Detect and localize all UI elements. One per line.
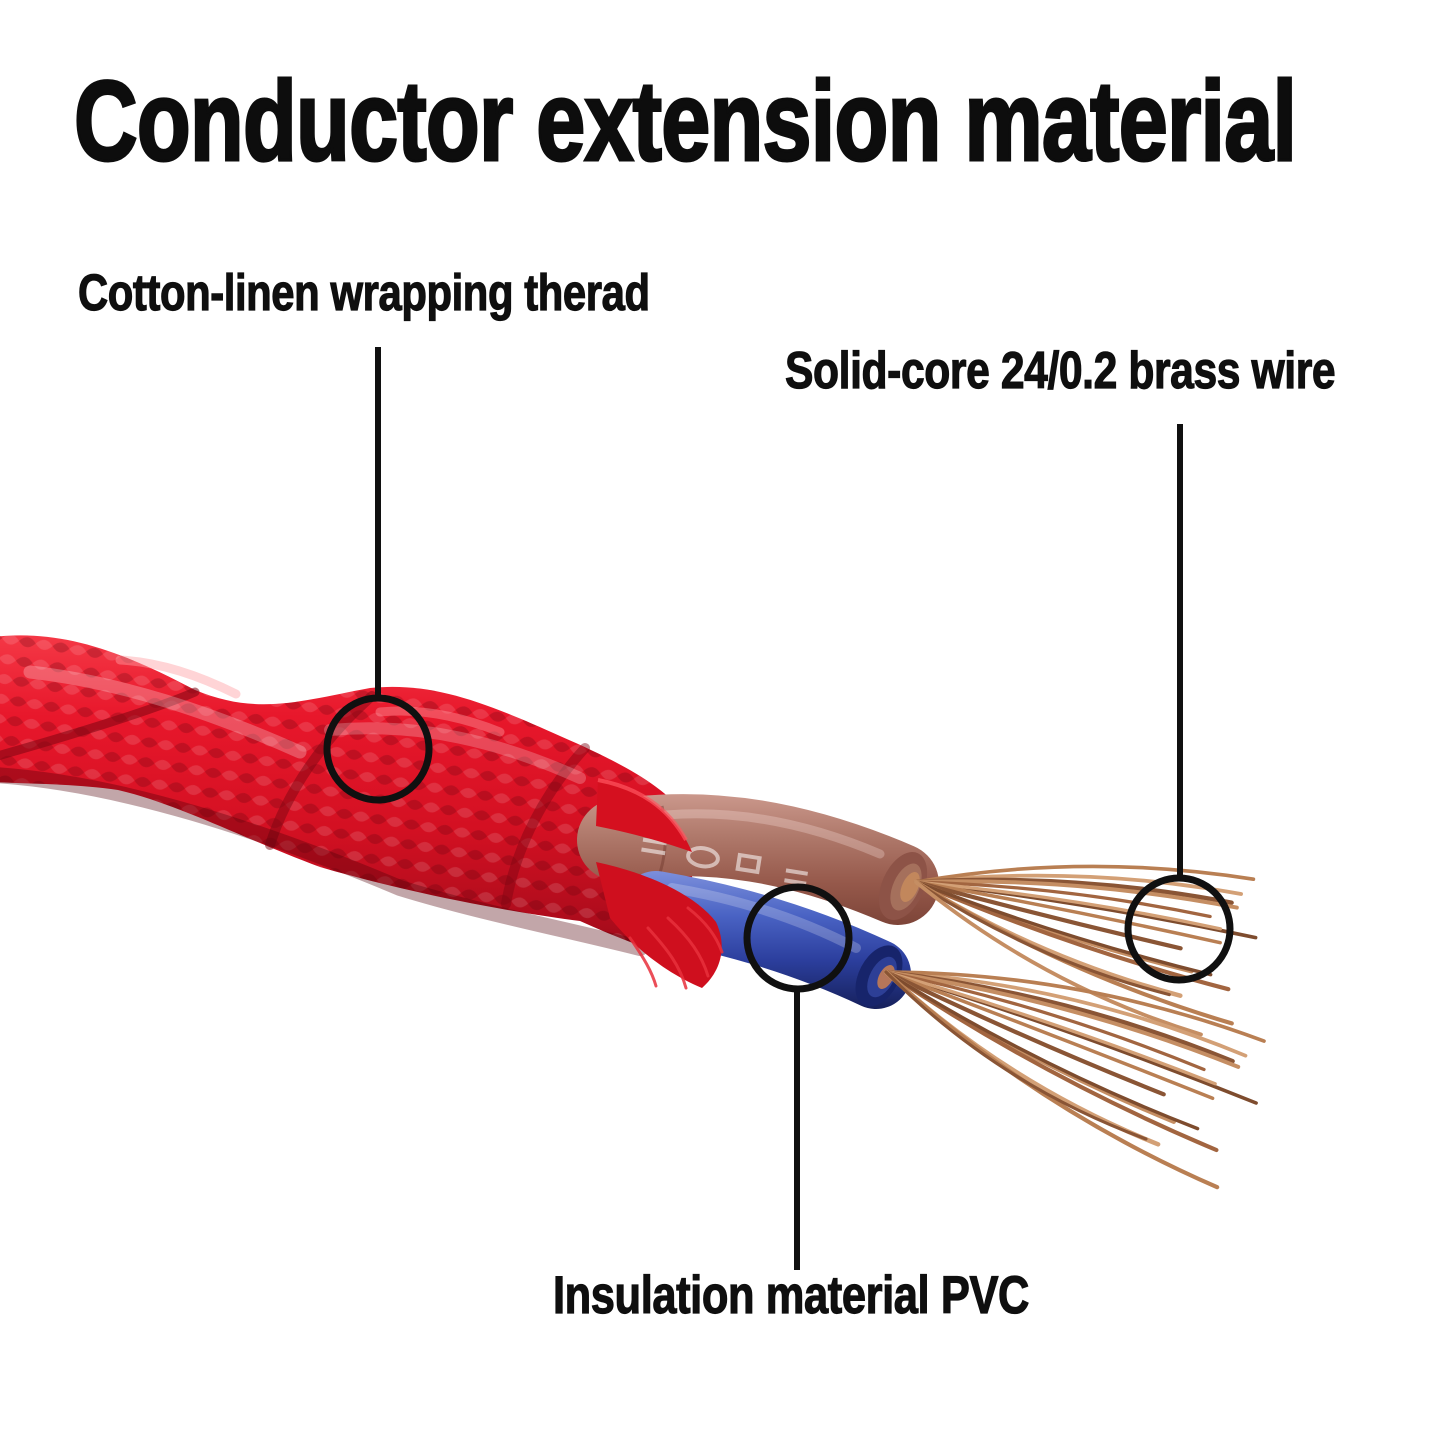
- copper-strand: [884, 970, 1148, 1141]
- page-title: Conductor extension material: [73, 58, 1298, 184]
- brown-wire: [577, 794, 1258, 1037]
- copper-strand: [883, 969, 1219, 1153]
- copper-strand: [883, 969, 1220, 1190]
- brown-wire-print-marks: [641, 837, 809, 886]
- braid-creases: [0, 655, 648, 956]
- callout-circle-cotton: [323, 694, 433, 804]
- blue-wire-tip: [855, 945, 903, 1007]
- callout-label-cotton: Cotton-linen wrapping therad: [78, 264, 651, 321]
- copper-strand: [914, 879, 1239, 910]
- copper-strand: [884, 970, 1241, 1069]
- braided-cable: [0, 635, 696, 962]
- copper-strand: [914, 880, 1223, 931]
- fabric-fray: [596, 778, 724, 990]
- copper-strand: [914, 880, 1213, 977]
- copper-strand: [913, 879, 1183, 951]
- callout-label-pvc: Insulation material PVC: [553, 1266, 1030, 1325]
- blue-copper-strands: [883, 969, 1266, 1190]
- copper-strand: [914, 880, 1222, 945]
- copper-strand: [884, 970, 1200, 1131]
- copper-strand: [914, 880, 1212, 919]
- copper-strand: [914, 880, 1203, 1037]
- copper-strand: [884, 970, 1215, 1101]
- brown-wire-tip: [878, 852, 928, 920]
- copper-strand: [884, 970, 1217, 1086]
- copper-strand: [914, 864, 1256, 884]
- callout-circle-brass: [1124, 874, 1234, 984]
- copper-strand: [883, 969, 1166, 1097]
- brown-copper-strands: [913, 864, 1258, 1037]
- copper-strand: [884, 970, 1248, 1058]
- callout-label-brass: Solid-core 24/0.2 brass wire: [785, 342, 1337, 400]
- copper-strand: [914, 880, 1171, 997]
- copper-strand: [884, 970, 1266, 1043]
- copper-strand: [884, 970, 1206, 1072]
